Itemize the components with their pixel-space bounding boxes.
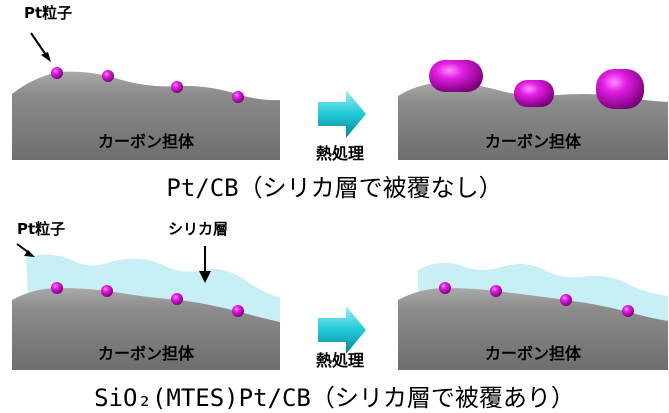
carbon-support-label: カーボン担体 bbox=[485, 132, 582, 151]
pt-particle bbox=[439, 282, 451, 294]
pt-particle-label: Pt粒子 bbox=[17, 220, 65, 238]
silica-pointer-arrowhead bbox=[199, 271, 211, 283]
silica-layer-label: シリカ層 bbox=[168, 220, 228, 238]
pt-pointer-arrowhead bbox=[24, 250, 35, 257]
pt-particle bbox=[232, 305, 244, 317]
bottom-heat-treatment: 熱処理 bbox=[316, 306, 366, 370]
pt-particle-sintered bbox=[514, 80, 554, 107]
pt-particle bbox=[51, 67, 63, 79]
carbon-support-label: カーボン担体 bbox=[98, 132, 195, 151]
top-left-panel: カーボン担体 Pt粒子 bbox=[12, 4, 280, 160]
pt-pointer-arrowhead bbox=[41, 52, 51, 62]
pt-particle-sintered bbox=[596, 69, 644, 109]
heat-treatment-label: 熱処理 bbox=[316, 351, 364, 370]
pt-particle bbox=[490, 285, 502, 297]
bottom-left-panel: カーボン担体 Pt粒子 シリカ層 bbox=[12, 220, 280, 370]
heat-arrow-icon bbox=[318, 90, 366, 138]
heat-treatment-label: 熱処理 bbox=[316, 144, 364, 163]
pt-particle bbox=[51, 282, 63, 294]
caption-silica-coated: SiO₂(MTES)Pt/CB（シリカ層で被覆あり） bbox=[94, 384, 575, 412]
caption-uncoated: Pt/CB（シリカ層で被覆なし） bbox=[166, 174, 503, 202]
pt-particle bbox=[171, 293, 183, 305]
pt-particle bbox=[232, 91, 244, 103]
pt-particle bbox=[102, 70, 114, 82]
pt-particle-label: Pt粒子 bbox=[24, 4, 72, 22]
bottom-right-panel: カーボン担体 bbox=[398, 262, 668, 370]
pt-particle-sintered bbox=[429, 60, 483, 92]
top-heat-treatment: 熱処理 bbox=[316, 90, 366, 163]
carbon-support-bottom-left bbox=[12, 288, 280, 370]
pt-particle bbox=[622, 305, 634, 317]
carbon-support-label: カーボン担体 bbox=[98, 344, 195, 363]
top-right-panel: カーボン担体 bbox=[398, 60, 668, 160]
pt-particle bbox=[171, 81, 183, 93]
pt-pointer-arrow bbox=[30, 32, 47, 56]
carbon-support-bottom-right bbox=[398, 288, 668, 370]
pt-particle bbox=[101, 285, 113, 297]
heat-arrow-icon bbox=[318, 306, 366, 354]
pt-pointer-arrow bbox=[16, 243, 29, 253]
carbon-support-label: カーボン担体 bbox=[485, 344, 582, 363]
carbon-support-top-left bbox=[12, 71, 280, 160]
pt-particle bbox=[560, 294, 572, 306]
